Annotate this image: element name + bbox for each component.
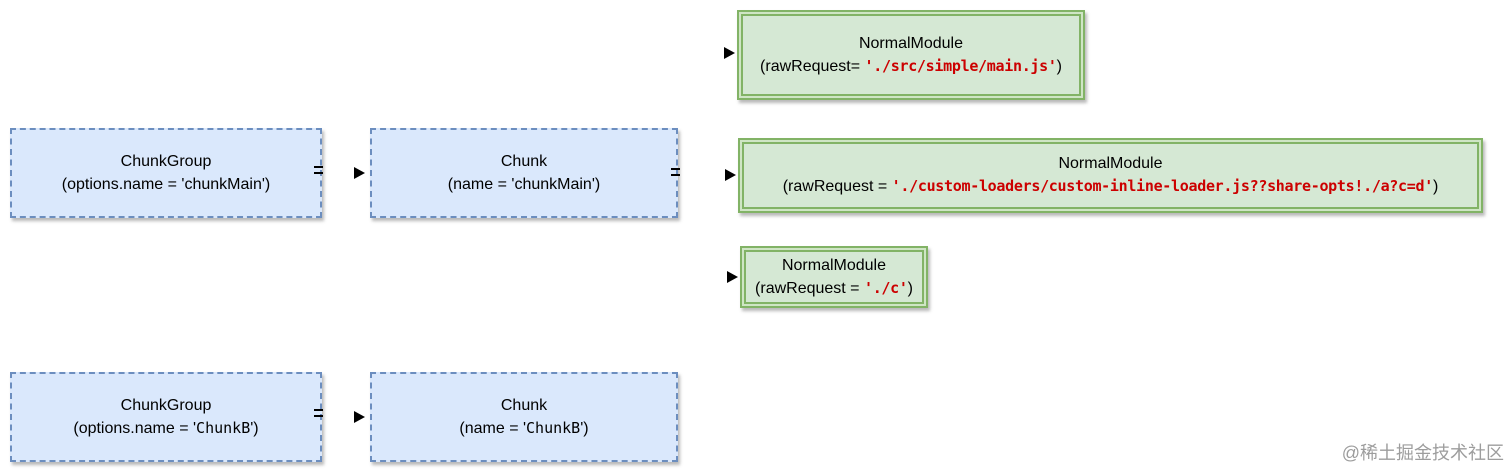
arrow-head-icon <box>354 411 365 423</box>
subtitle-prefix: (rawRequest = <box>755 279 864 297</box>
juejin-watermark: @稀土掘金技术社区 <box>1341 443 1504 463</box>
node-title: NormalModule <box>781 256 887 274</box>
connector-tail-icon <box>314 409 323 417</box>
node-subtitle: (name = 'chunkMain') <box>448 173 600 196</box>
connector-tail-icon <box>671 168 680 176</box>
subtitle-prefix: (options.name = ' <box>73 419 197 437</box>
node-title: NormalModule <box>1058 155 1163 172</box>
subtitle-code: './c' <box>863 278 908 297</box>
subtitle-suffix: ') <box>250 419 259 437</box>
arrow-head-icon <box>354 167 365 179</box>
subtitle-suffix: ) <box>907 279 913 297</box>
subtitle-prefix: (name = 'chunkMain') <box>447 175 601 193</box>
subtitle-code: './src/simple/main.js' <box>864 56 1057 75</box>
subtitle-prefix: (rawRequest= <box>760 57 865 75</box>
normalmodule-customloader-node: NormalModule (rawRequest = './custom-loa… <box>738 138 1483 213</box>
node-subtitle: (name = 'ChunkB') <box>459 417 588 440</box>
node-title: ChunkGroup <box>120 152 212 170</box>
node-subtitle: (rawRequest= './src/simple/main.js') <box>760 55 1062 78</box>
chunk-chunkb-node: Chunk (name = 'ChunkB') <box>370 372 678 462</box>
normalmodule-mainjs-node: NormalModule (rawRequest= './src/simple/… <box>737 10 1085 100</box>
subtitle-code: ChunkB <box>196 418 251 437</box>
arrow-head-icon <box>724 47 735 59</box>
chunkgroup-chunkb-node: ChunkGroup (options.name = 'ChunkB') <box>10 372 322 462</box>
normalmodule-c-node: NormalModule (rawRequest = './c') <box>740 246 928 308</box>
subtitle-suffix: ) <box>1432 178 1439 195</box>
node-title: Chunk <box>500 396 548 414</box>
subtitle-prefix: (rawRequest = <box>782 178 892 195</box>
node-subtitle: (rawRequest = './c') <box>755 277 913 300</box>
node-title: NormalModule <box>858 34 964 52</box>
node-subtitle: (rawRequest = './custom-loaders/custom-i… <box>783 175 1439 198</box>
subtitle-code: ChunkB <box>526 418 581 437</box>
node-title: ChunkGroup <box>120 396 212 414</box>
subtitle-suffix: ') <box>580 419 589 437</box>
connector-tail-icon <box>314 166 323 174</box>
node-subtitle: (options.name = 'ChunkB') <box>73 417 258 440</box>
arrow-head-icon <box>725 169 736 181</box>
subtitle-suffix: ) <box>1056 57 1062 75</box>
arrow-head-icon <box>727 271 738 283</box>
chunk-chunkmain-node: Chunk (name = 'chunkMain') <box>370 128 678 218</box>
subtitle-prefix: (options.name = 'chunkMain') <box>61 175 271 193</box>
subtitle-prefix: (name = ' <box>459 419 527 437</box>
chunkgroup-chunkmain-node: ChunkGroup (options.name = 'chunkMain') <box>10 128 322 218</box>
node-title: Chunk <box>500 152 548 170</box>
subtitle-code: './custom-loaders/custom-inline-loader.j… <box>891 177 1434 195</box>
node-subtitle: (options.name = 'chunkMain') <box>62 173 270 196</box>
